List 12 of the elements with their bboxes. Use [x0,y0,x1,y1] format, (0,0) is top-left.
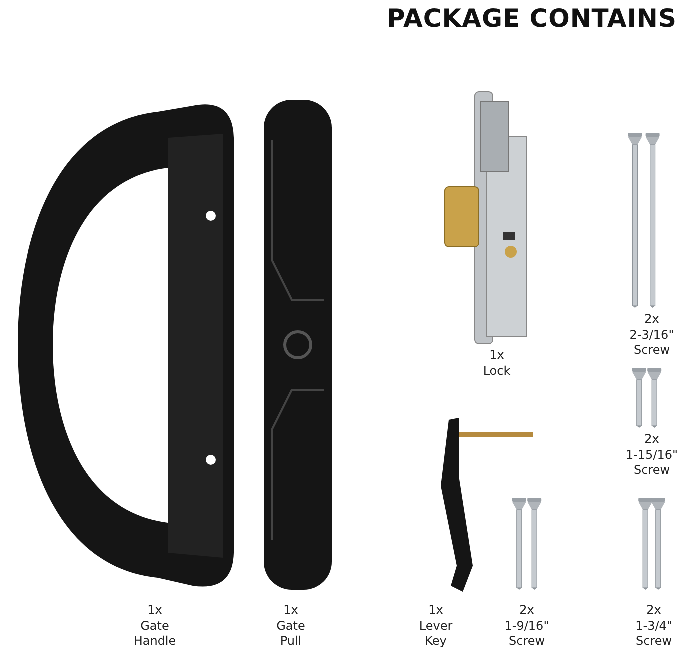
item-caption: 2x 2-3/16" Screw [630,312,674,359]
heading: PACKAGE CONTAINS [387,4,677,33]
item-caption: 2x 1-15/16" Screw [626,432,678,479]
item-caption: 1x Gate Pull [276,603,306,650]
item-caption: 1x Gate Handle [134,603,176,650]
door-pull-drawing [264,100,332,590]
item-caption: 2x 1-3/4" Screw [636,603,672,650]
mortise-lock-drawing [445,92,527,344]
item-caption: 1x Lock [483,348,511,380]
item-caption: 1x Lever Key [419,603,453,650]
screw-pair-drawing [636,498,668,590]
item-caption: 2x 1-9/16" Screw [504,603,550,650]
